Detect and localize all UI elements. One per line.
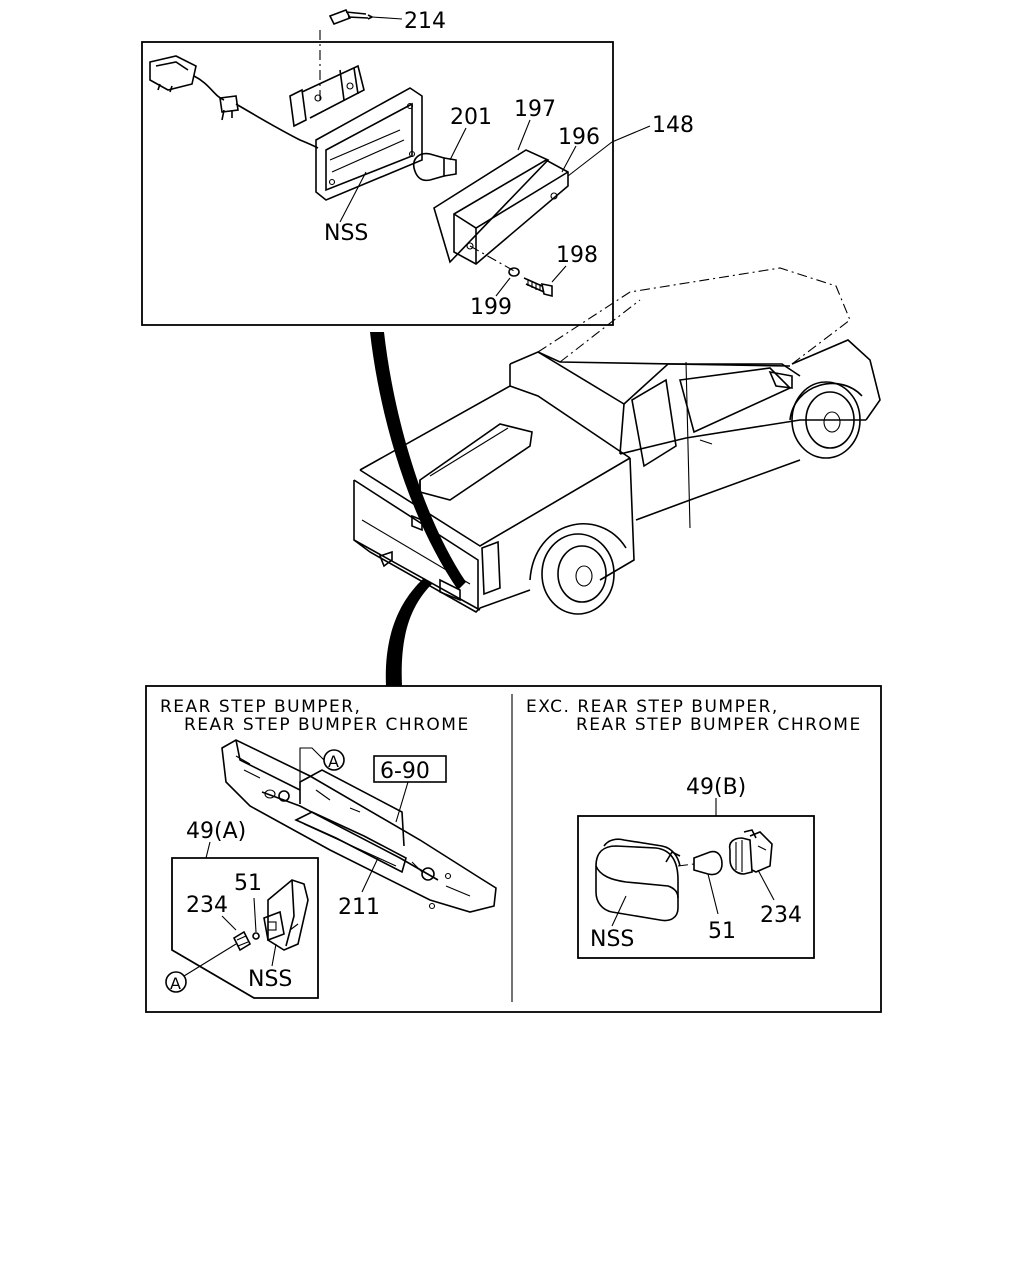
socket-234a-drawing (232, 930, 260, 952)
pointer-truck-to-bottom (385, 578, 432, 686)
detail-marker-a-lower-label: A (170, 974, 181, 993)
callout-199: 199 (470, 295, 512, 320)
screw-198-drawing (523, 277, 553, 298)
leader-51b (707, 873, 719, 915)
leader-6-90 (395, 781, 409, 823)
bulb-51b-drawing (693, 850, 723, 876)
leader-201 (449, 127, 467, 161)
leader-148-b (611, 125, 651, 143)
leader-148-a (567, 141, 613, 177)
pointer-top-to-truck (370, 332, 466, 590)
lens-196-drawing (453, 159, 569, 265)
leader-196 (561, 145, 577, 173)
connector-harness-drawing (149, 55, 319, 149)
left-heading-line2: REAR STEP BUMPER CHROME (184, 715, 470, 735)
leader-a-lower (183, 943, 237, 977)
leader-a-upper (299, 747, 325, 800)
leader-49a (205, 841, 211, 859)
rear-lamp-panel: REAR STEP BUMPER, REAR STEP BUMPER CHROM… (145, 685, 882, 1013)
rear-lamp-frame (145, 685, 882, 1013)
leader-198 (551, 265, 567, 283)
callout-49a: 49(A) (186, 819, 246, 844)
bolt-214-drawing (319, 8, 374, 100)
right-heading-line1: EXC. REAR STEP BUMPER, (526, 697, 779, 717)
callout-nss-b: NSS (590, 927, 634, 952)
license-lamp-panel: 214 NSS (141, 8, 694, 326)
callout-51b: 51 (708, 919, 736, 944)
callout-234b: 234 (760, 903, 802, 928)
callout-197: 197 (514, 97, 556, 122)
callout-49b: 49(B) (686, 775, 746, 800)
callout-214: 214 (404, 9, 446, 34)
leader-nss-a (271, 943, 277, 967)
detail-a-frame (171, 857, 319, 999)
leader-211 (361, 857, 379, 893)
gasket-197-drawing (433, 149, 550, 264)
washer-199-drawing (508, 267, 520, 277)
callout-201: 201 (450, 105, 492, 130)
lamp-housing-b-drawing (595, 838, 681, 922)
lamp-housing-a-drawing (263, 879, 309, 951)
leader-199 (495, 277, 511, 297)
detail-marker-a-lower (165, 971, 187, 993)
leader-51a (253, 897, 257, 933)
callout-148: 148 (652, 113, 694, 138)
bumper-211-drawing (221, 739, 497, 913)
ref-box-6-90 (373, 755, 447, 783)
leader-234a (221, 915, 237, 931)
bulb-201-drawing (412, 152, 457, 182)
leader-214 (371, 16, 403, 20)
left-heading-line1: REAR STEP BUMPER, (160, 697, 361, 717)
callout-198: 198 (556, 243, 598, 268)
callout-51a: 51 (234, 871, 262, 896)
bulb-axis-b (677, 863, 695, 867)
callout-211: 211 (338, 895, 380, 920)
socket-234b-drawing (728, 829, 773, 875)
callout-234a: 234 (186, 893, 228, 918)
leader-nss-top (339, 171, 367, 223)
leader-nss-b (611, 895, 627, 927)
callout-196: 196 (558, 125, 600, 150)
leader-234b (757, 869, 775, 901)
pickup-truck-drawing (353, 267, 881, 615)
detail-marker-a-upper-label: A (328, 752, 339, 771)
cab-roof (537, 267, 851, 365)
ref-box-6-90-label: 6-90 (380, 759, 430, 784)
right-heading-line2: REAR STEP BUMPER CHROME (576, 715, 862, 735)
screw-axis (469, 245, 517, 273)
callout-nss-a: NSS (248, 967, 292, 992)
lamp-housing-drawing (289, 64, 423, 201)
leader-197 (517, 119, 531, 151)
detail-b-frame (577, 815, 815, 959)
callout-nss-top: NSS (324, 221, 368, 246)
license-lamp-frame (141, 41, 614, 326)
